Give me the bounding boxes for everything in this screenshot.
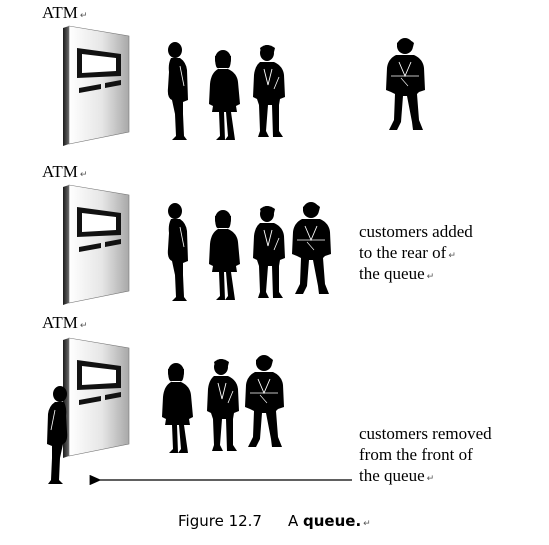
paragraph-mark-icon: ↵ [426, 272, 435, 282]
paragraph-mark-icon: ↵ [448, 251, 456, 261]
customer-3 [252, 205, 286, 299]
atm-label-3: ATM↵ [42, 314, 87, 331]
atm-machine-3 [62, 337, 130, 459]
paragraph-mark-icon: ↵ [79, 321, 88, 331]
atm-machine-1 [62, 25, 130, 147]
customer-3 [206, 358, 240, 452]
caption-title: A queue. [288, 512, 361, 530]
customer-3 [252, 44, 286, 138]
figure-number: Figure 12.7 [178, 512, 262, 530]
customer-4 [291, 201, 332, 295]
annotation-line: the queue [359, 264, 425, 283]
caption-suffix: . [355, 512, 362, 530]
atm-label-text: ATM [42, 3, 78, 22]
annotation-line: to the rear of [359, 243, 447, 262]
customer-2 [209, 50, 240, 140]
customer-2 [162, 363, 193, 453]
paragraph-mark-icon: ↵ [79, 11, 88, 21]
annotation-line: customers added [359, 222, 473, 241]
annotation-line: from the front of [359, 445, 473, 464]
annotation-removed: customers removed from the front of the … [359, 423, 492, 486]
caption-term: queue [303, 512, 356, 530]
paragraph-mark-icon: ↵ [79, 170, 88, 180]
caption-prefix: A [287, 512, 299, 530]
annotation-added: customers added to the rear of↵ the queu… [359, 221, 473, 284]
atm-label-2: ATM↵ [42, 163, 87, 180]
row-3 [47, 337, 352, 486]
row-2 [62, 184, 332, 306]
paragraph-mark-icon: ↵ [426, 474, 435, 484]
customer-2 [209, 210, 240, 300]
annotation-line: customers removed [359, 424, 492, 443]
annotation-line: the queue [359, 466, 425, 485]
atm-label-text: ATM [42, 313, 78, 332]
atm-machine-2 [62, 184, 130, 306]
customer-1 [167, 41, 189, 141]
arriving-customer [385, 37, 426, 131]
atm-label-text: ATM [42, 162, 78, 181]
row-1 [62, 25, 426, 147]
customer-4 [244, 354, 285, 448]
paragraph-mark-icon: ↵ [363, 519, 371, 529]
figure-caption: Figure 12.7 A queue.↵ [178, 512, 371, 530]
atm-label-1: ATM↵ [42, 4, 87, 21]
customer-1 [167, 202, 189, 302]
